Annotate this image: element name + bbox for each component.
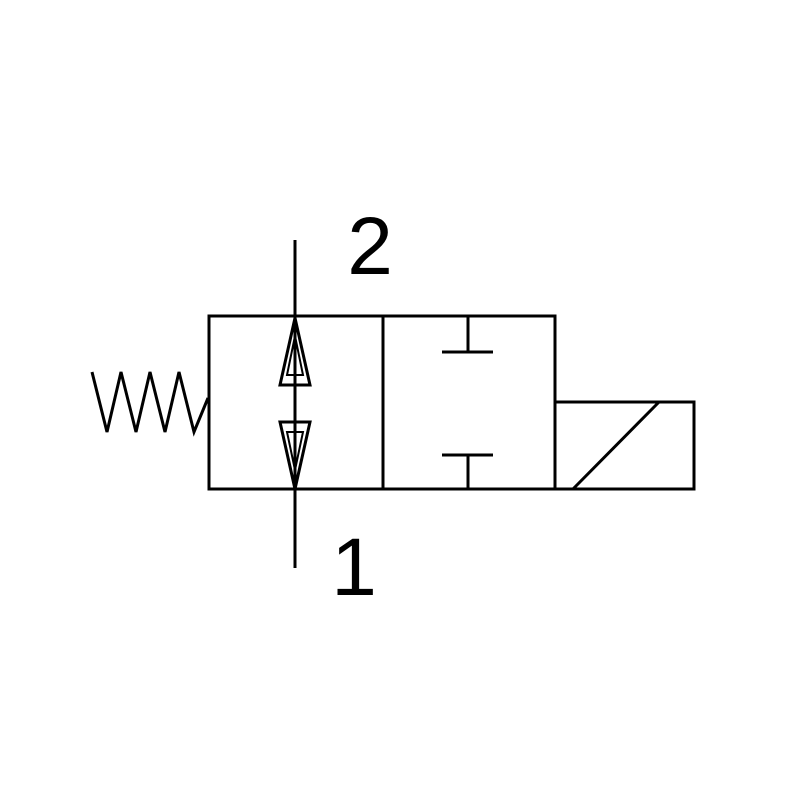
arrow-up-icon: [278, 317, 312, 387]
solenoid-box: [553, 400, 696, 491]
spring-icon: [90, 371, 210, 437]
port-label-top: 2: [347, 201, 393, 292]
blocked-port-bottom: [442, 453, 493, 489]
arrow-down-icon: [278, 420, 312, 490]
solenoid-coil-diagonal: [571, 400, 661, 491]
port-label-bottom: 1: [331, 522, 377, 613]
blocked-port-top: [442, 316, 493, 354]
